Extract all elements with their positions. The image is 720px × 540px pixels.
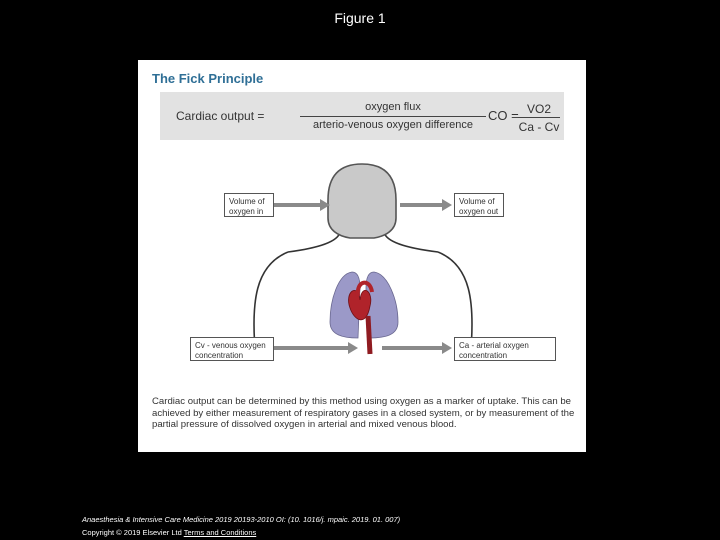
formula-denominator: arterio-venous oxygen difference bbox=[312, 119, 473, 131]
formula-numerator: oxygen flux bbox=[365, 101, 421, 113]
arterial-box: Ca - arterial oxygen concentration bbox=[454, 337, 556, 361]
heart bbox=[348, 289, 372, 321]
aorta bbox=[355, 280, 374, 297]
figure-caption: Cardiac output can be determined by this… bbox=[152, 396, 575, 430]
slide-title: Figure 1 bbox=[334, 10, 386, 26]
right-lung bbox=[365, 271, 399, 339]
fraction-line bbox=[300, 116, 486, 117]
citation: Anaesthesia & Intensive Care Medicine 20… bbox=[82, 515, 401, 524]
neck-left bbox=[287, 231, 341, 253]
cacv-label: Ca - Cv bbox=[518, 120, 560, 134]
vo2-label: VO2 bbox=[526, 102, 551, 116]
terms-link[interactable]: Terms and Conditions bbox=[183, 528, 257, 537]
copyright: Copyright © 2019 Elsevier Ltd Terms and … bbox=[82, 528, 256, 537]
left-lung bbox=[329, 271, 361, 339]
formula-label: Cardiac output = bbox=[176, 109, 265, 123]
co-fraction-line bbox=[518, 117, 560, 118]
head-shape bbox=[327, 163, 397, 239]
formula-box: Cardiac output = oxygen flux arterio-ven… bbox=[160, 92, 564, 140]
volume-out-box: Volume of oxygen out bbox=[454, 193, 504, 217]
venous-box: Cv - venous oxygen concentration bbox=[190, 337, 274, 361]
body-diagram bbox=[250, 163, 473, 361]
volume-in-box: Volume of oxygen in bbox=[224, 193, 274, 217]
vena-cava bbox=[365, 315, 373, 355]
arrow-arterial bbox=[382, 342, 452, 354]
co-label: CO = bbox=[488, 108, 519, 123]
neck-right bbox=[383, 231, 439, 253]
arrow-out bbox=[400, 199, 452, 211]
fick-figure: The Fick Principle Cardiac output = oxyg… bbox=[138, 60, 586, 452]
copyright-text: Copyright © 2019 Elsevier Ltd bbox=[82, 528, 182, 537]
figure-heading: The Fick Principle bbox=[152, 71, 264, 86]
